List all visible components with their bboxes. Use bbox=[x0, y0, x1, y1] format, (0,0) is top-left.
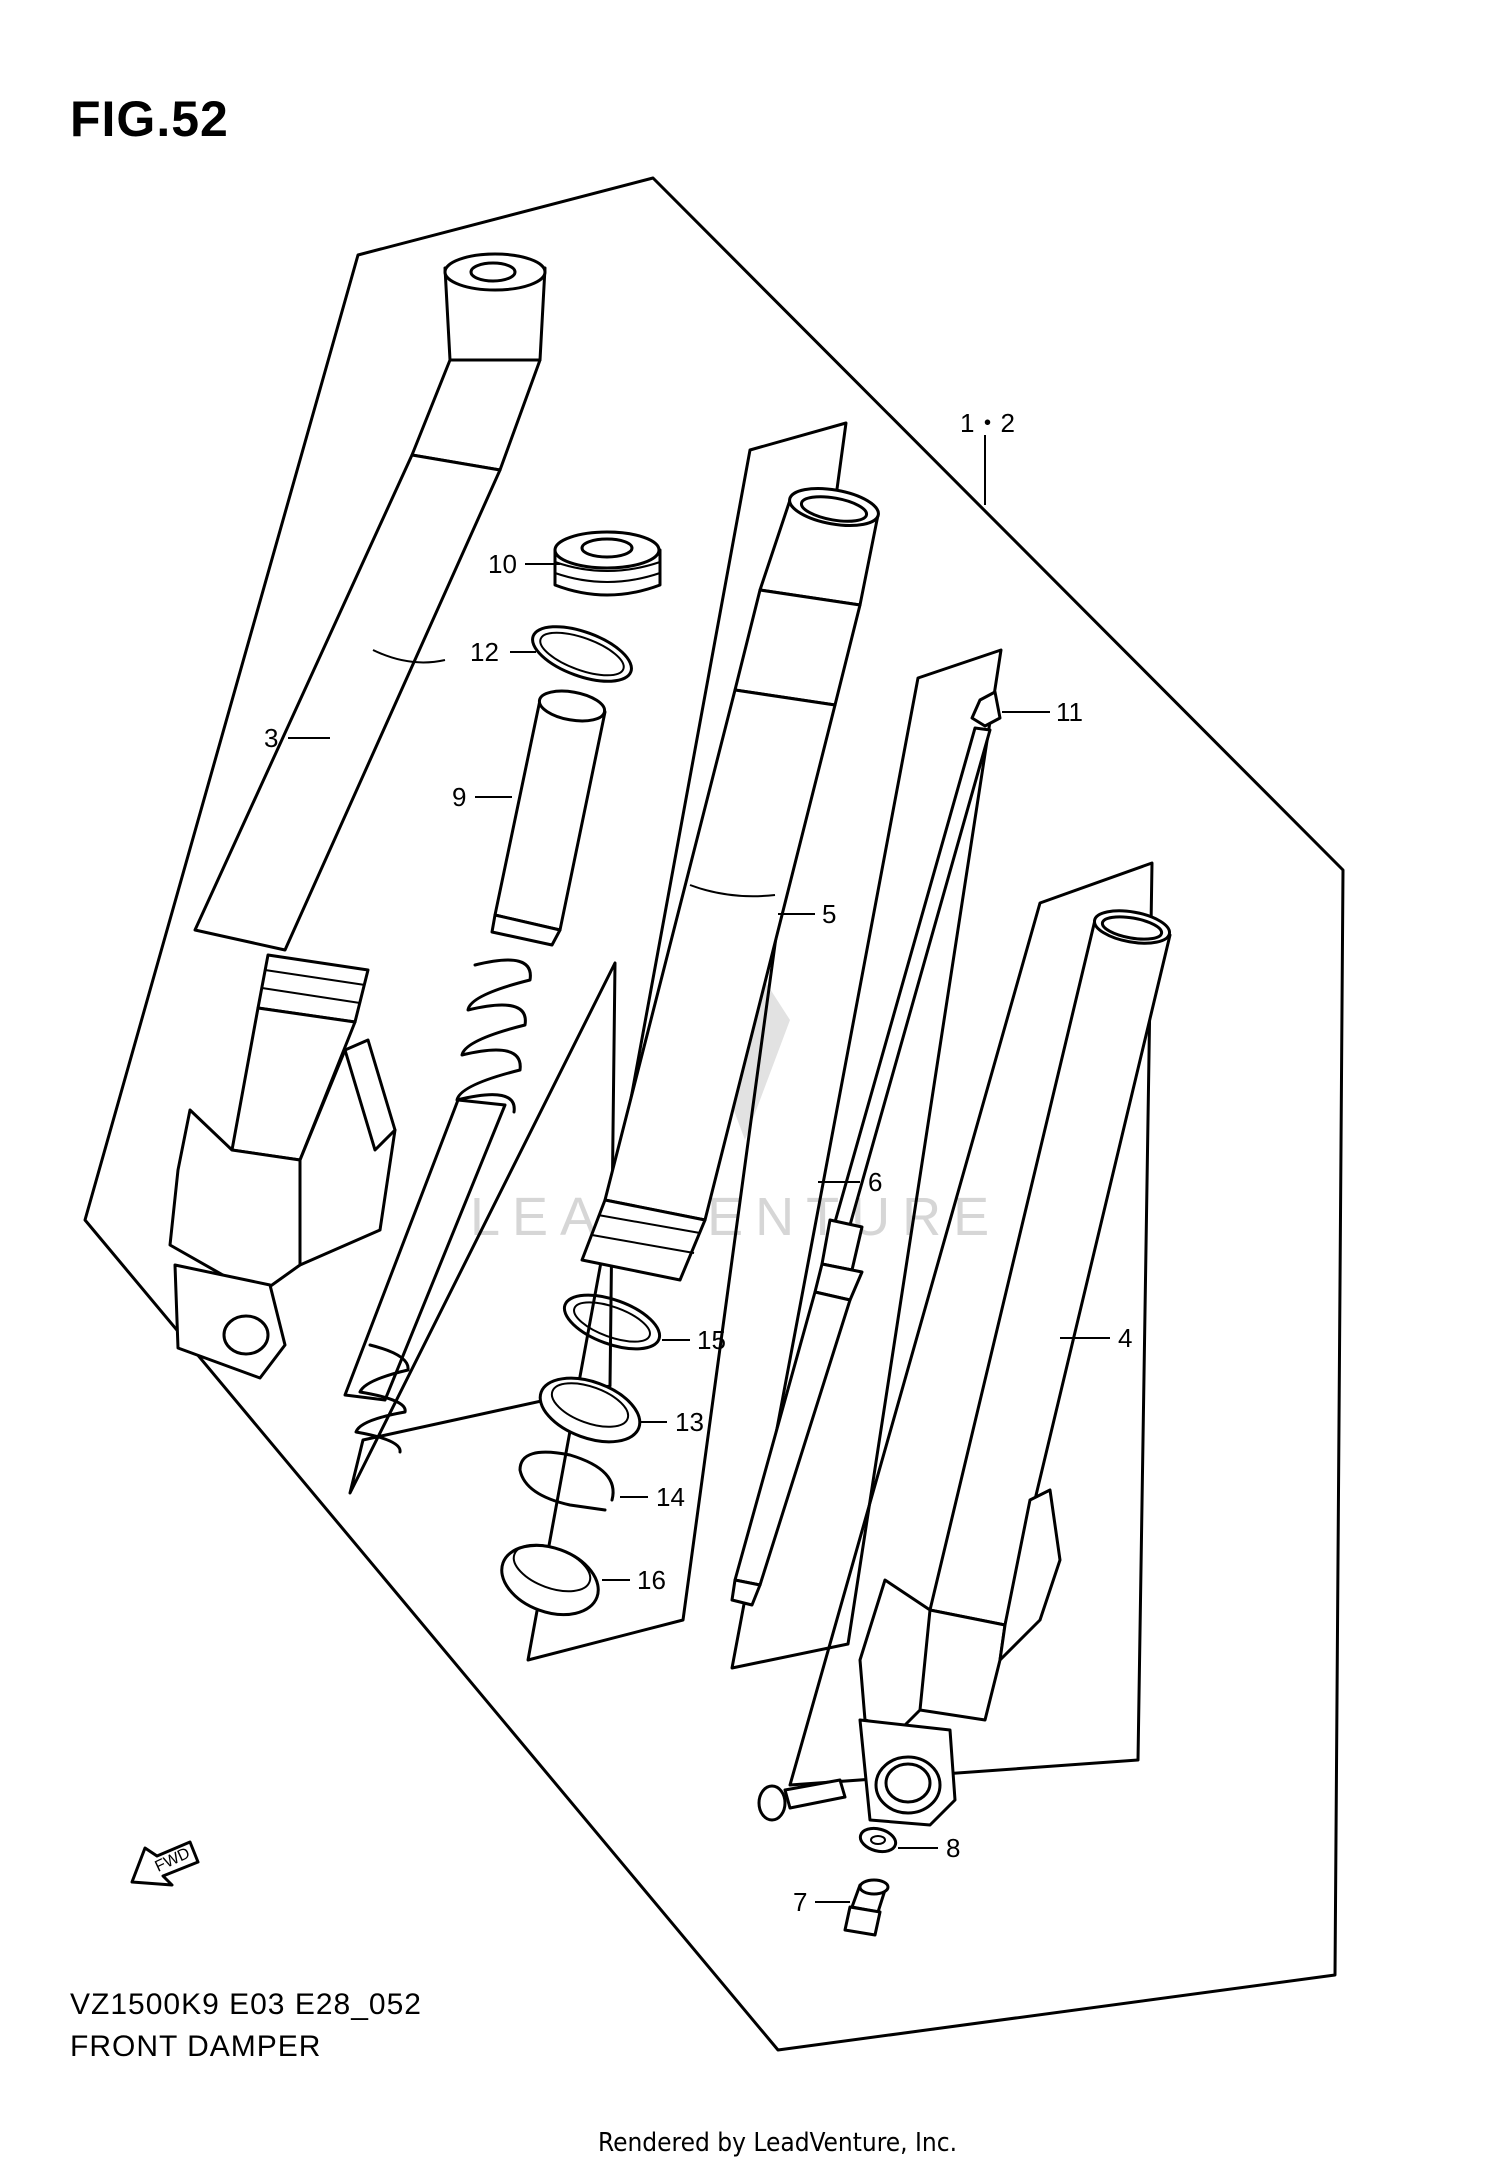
part-15-ring-inner bbox=[573, 1301, 651, 1343]
part-6-damper-rod bbox=[730, 726, 992, 1607]
callout-13: 13 bbox=[675, 1407, 704, 1437]
callout-14: 14 bbox=[656, 1482, 685, 1512]
callout-8: 8 bbox=[946, 1833, 960, 1863]
render-credit: Rendered by LeadVenture, Inc. bbox=[598, 2128, 958, 2158]
part-9-spacer bbox=[490, 689, 607, 947]
group-outline-damper-rod bbox=[730, 648, 1003, 1670]
part-12-o-ring bbox=[531, 625, 633, 683]
callout-1-2: 1・2 bbox=[960, 408, 1015, 438]
part-13-oil-seal bbox=[538, 1376, 642, 1444]
axle-pinch-bolt bbox=[757, 1778, 847, 1822]
fork-spring bbox=[343, 958, 532, 1454]
callout-11: 11 bbox=[1056, 697, 1083, 727]
assembly-outline bbox=[83, 176, 1345, 2052]
callout-7: 7 bbox=[793, 1887, 807, 1917]
callout-10: 10 bbox=[488, 549, 517, 579]
part-16-dust-seal bbox=[500, 1543, 600, 1617]
part-14-circlip bbox=[518, 1450, 615, 1512]
part-5-inner-tube bbox=[580, 487, 880, 1282]
part-8-washer bbox=[858, 1826, 898, 1854]
watermark-text: LEADVENTURE bbox=[470, 1187, 1001, 1247]
group-outline-inner-tube bbox=[526, 421, 848, 1662]
part-12-o-ring-inner bbox=[539, 631, 625, 677]
part-7-bolt bbox=[843, 1878, 890, 1937]
callout-16: 16 bbox=[637, 1565, 666, 1595]
part-10-cap-bolt bbox=[553, 530, 662, 597]
callout-5: 5 bbox=[822, 899, 836, 929]
part-3-left-fork-assembly bbox=[168, 252, 547, 1380]
callout-6: 6 bbox=[868, 1167, 882, 1197]
part-4-right-fork-assembly bbox=[858, 909, 1172, 1827]
callouts: 1・2 3 4 5 6 7 8 9 10 11 12 13 14 15 16 bbox=[264, 408, 1132, 1917]
callout-15: 15 bbox=[697, 1325, 726, 1355]
fwd-arrow-icon: FWD bbox=[130, 1840, 200, 1887]
model-code: VZ1500K9 E03 E28_052 bbox=[70, 1988, 422, 2021]
callout-4: 4 bbox=[1118, 1323, 1132, 1353]
figure-title: FIG.52 bbox=[70, 91, 229, 147]
group-outline-right-leg bbox=[788, 861, 1154, 1787]
group-outline-spring bbox=[348, 961, 617, 1495]
callout-9: 9 bbox=[452, 782, 466, 812]
callout-3: 3 bbox=[264, 723, 278, 753]
callout-12: 12 bbox=[470, 637, 499, 667]
part-8-washer-hole bbox=[870, 1835, 886, 1845]
figure-name: FRONT DAMPER bbox=[70, 2030, 322, 2063]
part-15-ring bbox=[562, 1293, 662, 1351]
leader-lines bbox=[288, 435, 1110, 1903]
part-11-nut bbox=[970, 690, 1002, 728]
